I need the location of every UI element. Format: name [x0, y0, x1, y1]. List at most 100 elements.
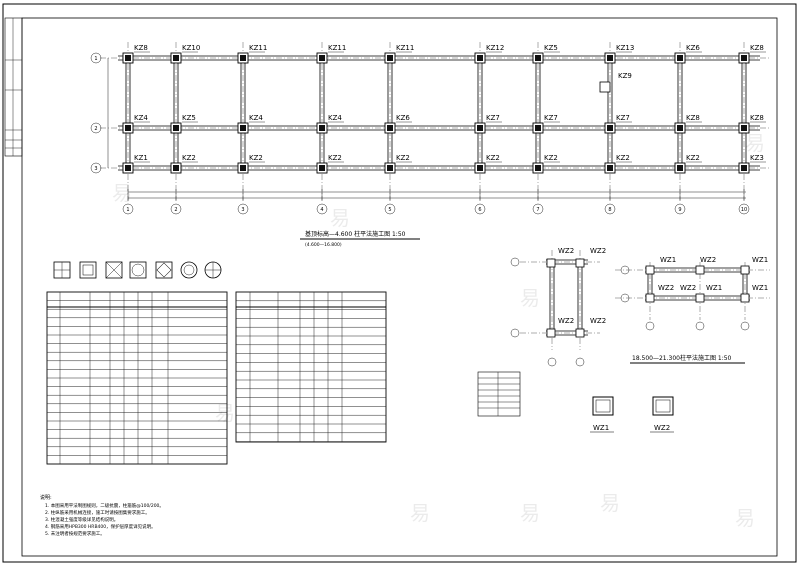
- column-fill: [741, 125, 747, 131]
- axis-bubble-col: [738, 203, 750, 215]
- column-grid-lines: [125, 42, 747, 200]
- column-label: KZ12: [486, 44, 504, 52]
- column-label: KZ8: [750, 44, 764, 52]
- column-label: KZ11: [396, 44, 414, 52]
- wz-label: WZ2: [558, 247, 574, 255]
- note-line: 5. 未注明者按规范要求施工。: [45, 530, 105, 537]
- column-label: KZ2: [686, 154, 700, 162]
- axis-bubble-row: [90, 122, 102, 134]
- column-label: KZ8: [134, 44, 148, 52]
- watermark-glyph: 易: [520, 501, 540, 525]
- column-fill: [477, 125, 483, 131]
- axis-bubble-text: 4: [320, 207, 323, 213]
- watermark-layer: 易易易易易易易易易: [112, 131, 765, 530]
- column-fill: [535, 55, 541, 61]
- wz-label: WZ2: [658, 284, 674, 292]
- column-label: KZ2: [328, 154, 342, 162]
- column-label: KZ8: [686, 114, 700, 122]
- section-type-icons: [53, 261, 222, 279]
- axis-bubble-text: 1: [94, 56, 97, 62]
- axis-bubble-text: 3: [94, 166, 97, 172]
- axis-bubble-col: [170, 203, 182, 215]
- column-fill: [477, 55, 483, 61]
- column-fill: [125, 125, 131, 131]
- column-fill: [477, 165, 483, 171]
- wz-label: WZ1: [660, 256, 676, 264]
- axis-bubble-col: [474, 203, 486, 215]
- column-fill: [607, 125, 613, 131]
- axis-bubble-col: [674, 203, 686, 215]
- axis-bubble-col: [532, 203, 544, 215]
- watermark-glyph: 易: [600, 491, 620, 515]
- note-line: 4. 钢筋采用HPB300 HRB400，保护层厚度详见说明。: [45, 523, 156, 530]
- left-title-strip: [4, 17, 23, 157]
- column-label: KZ2: [616, 154, 630, 162]
- small-column-plan-1: WZ2 WZ2 WZ2 WZ2: [510, 247, 606, 367]
- column-fill: [319, 55, 325, 61]
- notes-block: 说明: 1. 本图采用平法制图规则，二级抗震，柱箍筋@100/200。 2. 柱…: [40, 494, 164, 537]
- main-plan-subtitle: (4.600—16.800): [305, 242, 342, 248]
- axis-bubble-row: [90, 52, 102, 64]
- section-label-wz2: WZ2: [654, 424, 670, 432]
- column-fill: [173, 125, 179, 131]
- beam-lines: [118, 55, 760, 171]
- column-fill: [741, 165, 747, 171]
- column-label: KZ5: [544, 44, 558, 52]
- column-label: KZ6: [396, 114, 410, 122]
- axis-bubble-text: 5: [388, 207, 391, 213]
- watermark-glyph: 易: [520, 286, 540, 310]
- column-fill: [677, 125, 683, 131]
- column-label: KZ2: [249, 154, 263, 162]
- column-fill: [607, 165, 613, 171]
- axis-bubble-text: 2: [94, 126, 97, 132]
- column-label: KZ10: [182, 44, 200, 52]
- axis-bubble-col: [604, 203, 616, 215]
- column-label: KZ4: [249, 114, 263, 122]
- note-line: 2. 柱纵筋采用机械连接，施工时请按图集要求施工。: [45, 509, 150, 516]
- column-fill: [173, 165, 179, 171]
- column-label-kz9: KZ9: [618, 72, 632, 80]
- column-label: KZ7: [616, 114, 630, 122]
- sheet-inner-border: [21, 17, 778, 557]
- column-fill: [240, 165, 246, 171]
- wz-label: WZ2: [680, 284, 696, 292]
- sheet-outer-border: [2, 3, 797, 563]
- column-fill: [125, 165, 131, 171]
- axis-bubble-text: 3: [241, 207, 244, 213]
- column-label: KZ6: [686, 44, 700, 52]
- column-label: KZ7: [486, 114, 500, 122]
- column-fill: [677, 55, 683, 61]
- column-fill: [607, 55, 613, 61]
- axis-bubble-col: [237, 203, 249, 215]
- wz-label: WZ2: [590, 247, 606, 255]
- column-label: KZ4: [328, 114, 342, 122]
- wz-section-details: WZ1 WZ2: [590, 396, 674, 433]
- axis-bubble-text: 7: [536, 207, 539, 213]
- column-fill: [319, 165, 325, 171]
- column-schedule-table-left: [46, 291, 228, 465]
- small-legend-table: [477, 371, 521, 417]
- watermark-glyph: 易: [745, 131, 765, 155]
- column-fill: [387, 55, 393, 61]
- column-label: KZ11: [328, 44, 346, 52]
- watermark-glyph: 易: [735, 506, 755, 530]
- column-fill: [173, 55, 179, 61]
- column-fill: [125, 55, 131, 61]
- column-schedule-table-right: [235, 291, 387, 443]
- wz-label: WZ2: [700, 256, 716, 264]
- axis-bubble-text: 2: [174, 207, 177, 213]
- note-line: 1. 本图采用平法制图规则，二级抗震，柱箍筋@100/200。: [45, 502, 164, 509]
- column-label: KZ3: [750, 154, 764, 162]
- column-label: KZ13: [616, 44, 634, 52]
- section-label-wz1: WZ1: [593, 424, 609, 432]
- column-label: KZ5: [182, 114, 196, 122]
- axis-bubble-col: [384, 203, 396, 215]
- column-fill: [240, 125, 246, 131]
- wz-label: WZ1: [706, 284, 722, 292]
- notes-heading: 说明:: [40, 494, 52, 501]
- axis-bubble-text: 10: [741, 207, 747, 213]
- watermark-glyph: 易: [410, 501, 430, 525]
- axis-bubble-col: [316, 203, 328, 215]
